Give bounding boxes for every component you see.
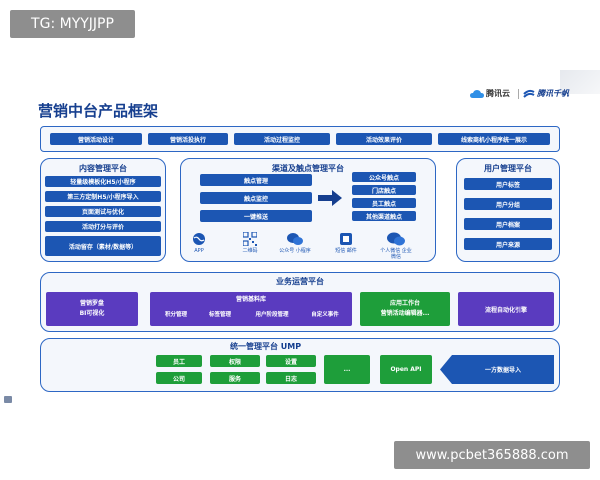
ump-item-openapi: Open API [380,355,432,384]
top-bar-item-monitor: 活动过程监控 [234,133,330,145]
user-item-profile: 用户档案 [464,218,552,230]
top-bar-item-miniprogram: 线索商机小程序统一展示 [438,133,550,145]
ops-workbench-line2: 营销活动编辑器... [380,310,430,317]
ops-platform-title: 业务运营平台 [276,277,324,286]
ops-material-item-stage: 用户阶段管理 [255,312,289,318]
channel-platform-title: 渠道及触点管理平台 [272,164,344,173]
top-bar-item-evaluation: 活动效果评价 [336,133,432,145]
cloud-icon [470,89,484,98]
watermark-top-text: TG: MYYJJPP [31,16,114,32]
watermark-bottom-text: www.pcbet365888.com [415,447,569,463]
arrow-right-icon [318,190,342,206]
ops-material-library [150,292,352,326]
ops-automation-engine: 流程自动化引擎 [458,292,554,326]
content-item-retention: 活动留存（素材/数据等） [45,236,161,256]
ops-workbench-line1: 应用工作台 [389,300,420,307]
top-bar-item-design: 营销活动设计 [50,133,142,145]
user-item-tags: 用户标签 [464,178,552,190]
icon-label-app: APP [194,248,204,254]
ump-title: 统一管理平台 UMP [230,342,302,351]
channel-left-touchpoint-monitor: 触点监控 [200,192,312,204]
page-title: 营销中台产品框架 [38,102,159,120]
top-bar-item-execution: 营销活投执行 [148,133,228,145]
ump-item-permission: 权限 [210,355,260,367]
content-item-import: 第三方定制H5/小程序导入 [45,191,161,202]
channel-left-touchpoint-manage: 触点管理 [200,174,312,186]
sms-email-icon [340,233,352,245]
qianfan-text: 腾讯千帆 [537,89,569,98]
ump-item-company: 公司 [156,372,202,384]
qianfan-icon [523,89,535,98]
ump-item-settings: 设置 [266,355,316,367]
tencent-cloud-text: 腾讯云 [486,89,510,98]
icon-label-qrcode: 二维码 [242,248,258,254]
logo-divider [518,89,519,99]
channel-left-push: 一键推送 [200,210,312,222]
footer-logo-icon [4,396,12,403]
user-platform-title: 用户管理平台 [484,164,532,173]
globe-icon [193,233,205,245]
ops-material-title: 营销基料库 [235,296,266,303]
ops-dashboard-line2: BI可视化 [79,310,105,317]
watermark-top: TG: MYYJJPP [10,10,135,38]
ump-item-log: 日志 [266,372,316,384]
ops-material-item-points: 积分管理 [164,312,187,318]
ops-material-item-tags: 标签管理 [208,312,231,318]
watermark-bottom: www.pcbet365888.com [394,441,590,469]
user-item-groups: 用户分组 [464,198,552,210]
ops-dashboard: 营销罗盘 BI可视化 [46,292,138,326]
wechat-icon [387,232,405,246]
content-item-template: 轻量级模板化H5/小程序 [45,176,161,187]
ump-import-arrow [440,355,554,384]
qr-code-icon [243,232,257,246]
tencent-cloud-logo: 腾讯云 [470,88,510,99]
channel-right-official-account: 公众号触点 [352,172,416,182]
content-item-score: 活动打分与评价 [45,221,161,232]
channel-right-staff: 员工触点 [352,198,416,208]
icon-label-sms-email: 短信 邮件 [335,248,357,254]
channel-right-store: 门店触点 [352,185,416,195]
channel-right-other: 其他渠道触点 [352,211,416,221]
slide: 营销中台产品框架 腾讯云 腾讯千帆 营销活动设计 营销活投执行 活动过程监控 活… [0,70,600,406]
qianfan-logo: 腾讯千帆 [523,88,569,99]
ops-material-item-events: 自定义事件 [311,312,339,318]
ump-item-ellipsis: ... [324,355,370,384]
ump-item-import: 一方数据导入 [484,367,521,374]
ump-item-service: 服务 [210,372,260,384]
ump-item-staff: 员工 [156,355,202,367]
content-platform-title: 内容管理平台 [79,164,127,173]
user-item-source: 用户来源 [464,238,552,250]
icon-label-official-account: 公众号 小程序 [279,248,311,254]
wechat-miniprogram-icon [287,233,303,245]
corner-decoration [560,70,600,94]
content-item-test: 页面测试与优化 [45,206,161,217]
ops-workbench: 应用工作台 营销活动编辑器... [360,292,450,326]
icon-label-wechat: 个人微信 企业微信 [380,248,412,260]
ops-dashboard-line1: 营销罗盘 [79,300,104,307]
